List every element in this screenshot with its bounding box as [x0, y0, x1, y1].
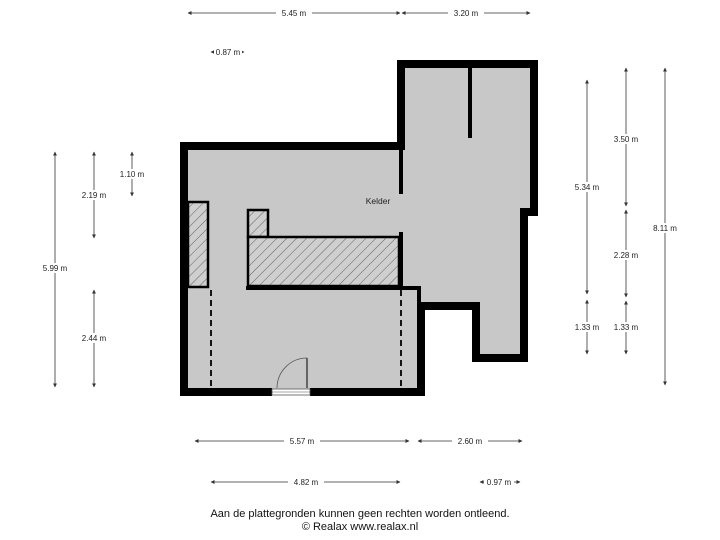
dim-right-total: 8.11 m — [653, 224, 677, 233]
door — [271, 357, 311, 396]
hatched-block-center — [246, 235, 401, 288]
dim-left-upper: 2.19 m — [82, 191, 107, 200]
dim-right-lower-a: 1.33 m — [575, 323, 600, 332]
outer-walls — [180, 60, 538, 396]
floor-area — [185, 67, 533, 392]
dim-left-upper-small: 1.10 m — [120, 170, 145, 179]
dim-left-total: 5.99 m — [43, 264, 68, 273]
dim-bottom-right-width: 2.60 m — [458, 437, 483, 446]
dim-top-right-width: 3.20 m — [454, 9, 479, 18]
dim-right-mid: 2.28 m — [614, 251, 639, 260]
dim-top-left-width: 5.45 m — [282, 9, 307, 18]
interior-walls — [246, 66, 472, 290]
dim-bottom-left-width: 5.57 m — [290, 437, 315, 446]
dim-right-upper: 5.34 m — [575, 183, 600, 192]
dim-left-lower: 2.44 m — [82, 334, 107, 343]
dim-bottom-small: 0.97 m — [487, 478, 512, 487]
hatched-block-small — [246, 208, 270, 239]
footer-disclaimer: Aan de plattegronden kunnen geen rechten… — [210, 508, 510, 520]
dimension-labels: 5.45 m 3.20 m 0.87 m 5.99 m 2.19 m 1.10 … — [38, 8, 682, 487]
dim-right-mid-top: 3.50 m — [614, 135, 639, 144]
dim-small-top: 0.87 m — [216, 48, 241, 57]
dim-right-lower-b: 1.33 m — [614, 323, 639, 332]
hatched-block-left — [186, 200, 210, 289]
room-label: Kelder — [366, 196, 391, 206]
footer-copyright: © Realax www.realax.nl — [301, 521, 419, 533]
dim-bottom-inner-width: 4.82 m — [294, 478, 319, 487]
